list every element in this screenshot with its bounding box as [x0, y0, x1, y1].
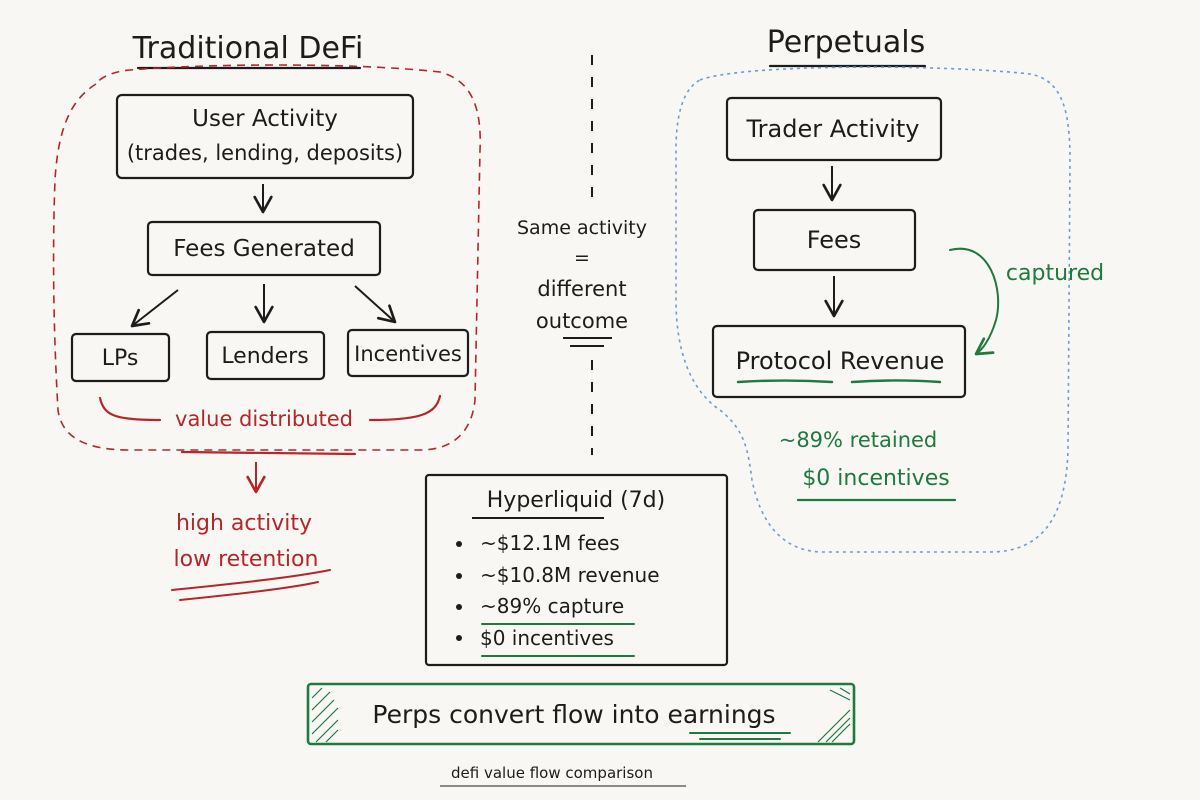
perp-fees-label: Fees [807, 226, 862, 254]
conclusion-banner: Perps convert flow into earnings [306, 682, 856, 746]
protocol-revenue-underline [736, 379, 942, 384]
bullet-4 [456, 635, 462, 641]
conclusion-emphasis: earnings [667, 700, 775, 729]
hyperliquid-stats-box [424, 473, 729, 667]
incentives-box [346, 328, 470, 378]
hyperliquid-stats-card: Hyperliquid (7d) ~$12.1M fees ~$10.8M re… [424, 473, 729, 667]
diagram-caption: defi value flow comparison [451, 764, 653, 782]
perpetuals-panel: Perpetuals Trader Activity Fees Protocol… [675, 25, 1104, 553]
value-distributed-brace [98, 394, 442, 422]
fees-generated-box [146, 220, 382, 277]
conclusion-banner-box [306, 682, 856, 746]
banner-hatch-right [817, 687, 851, 743]
captured-arrow [949, 247, 1000, 356]
stat-revenue: ~$10.8M revenue [480, 563, 660, 587]
traditional-defi-dashed-boundary [52, 64, 481, 451]
red-divider-line [180, 450, 357, 456]
arrow-fees-to-lps [130, 289, 179, 328]
protocol-revenue-box [711, 324, 967, 399]
trader-activity-label: Trader Activity [746, 115, 920, 143]
equals-sign: = [574, 247, 590, 269]
user-activity-sublabel: (trades, lending, deposits) [127, 141, 403, 165]
different-label: different [537, 277, 626, 301]
lenders-box [205, 330, 326, 381]
conclusion-text: Perps convert flow into earnings [372, 700, 775, 729]
traditional-defi-title: Traditional DeFi [132, 31, 364, 66]
lps-label: LPs [102, 346, 139, 371]
incentives-label: Incentives [354, 342, 462, 366]
conclusion-prefix: Perps convert flow into [372, 700, 659, 729]
bullet-3 [456, 604, 462, 610]
zero-incentives-stat: $0 incentives [802, 466, 949, 491]
perp-fees-box [752, 208, 917, 272]
stat-incentives: $0 incentives [480, 626, 614, 650]
user-activity-label: User Activity [192, 106, 338, 132]
conclusion-space [660, 700, 668, 729]
protocol-revenue-label: Protocol Revenue [736, 347, 945, 375]
lenders-label: Lenders [221, 344, 308, 369]
user-activity-box [115, 93, 415, 180]
outcome-line-2: low retention [174, 547, 319, 572]
outcome-underline [171, 569, 331, 601]
value-distributed-label: value distributed [175, 407, 353, 431]
captured-label: captured [1006, 261, 1104, 286]
outcome-line-1: high activity [176, 511, 312, 536]
stat-fees: ~$12.1M fees [480, 531, 620, 555]
fees-generated-label: Fees Generated [173, 236, 355, 262]
perpetuals-title: Perpetuals [767, 25, 925, 60]
retained-stat: ~89% retained [779, 428, 938, 452]
outcome-label: outcome [536, 309, 628, 333]
traditional-defi-panel: Traditional DeFi User Activity (trades, … [52, 31, 481, 601]
arrow-fees-to-incentives [354, 285, 397, 324]
bullet-2 [456, 573, 462, 579]
middle-comparison: Same activity = different outcome [517, 55, 647, 455]
perpetuals-dashed-boundary [675, 66, 1071, 553]
stat-capture: ~89% capture [480, 594, 624, 618]
same-activity-label: Same activity [517, 217, 647, 239]
lps-box [70, 332, 171, 383]
trader-activity-box [725, 96, 943, 162]
hyperliquid-title: Hyperliquid (7d) [487, 488, 665, 513]
banner-hatch-left [311, 687, 339, 743]
bullet-1 [456, 541, 462, 547]
